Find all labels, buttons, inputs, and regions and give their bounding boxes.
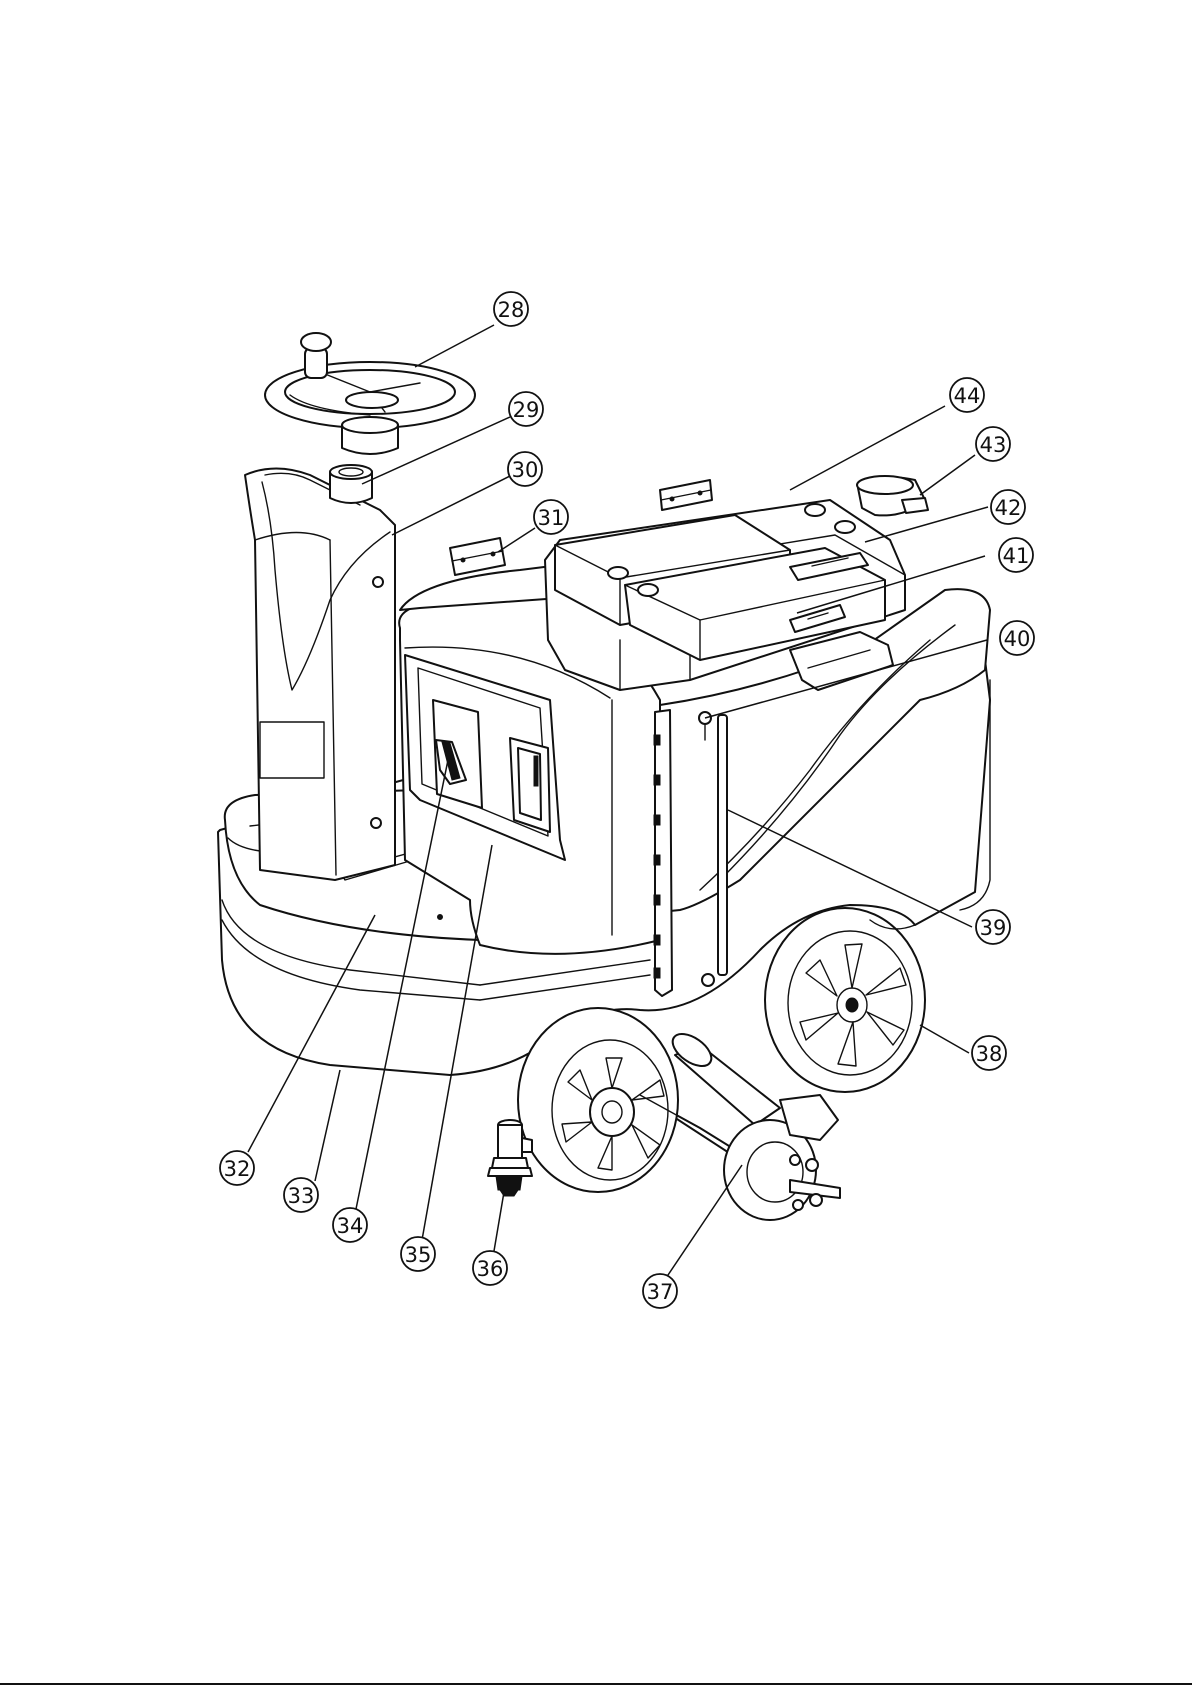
callout-34-label: 34 — [337, 1214, 364, 1238]
leader-33 — [315, 1070, 340, 1181]
callout-32-label: 32 — [224, 1157, 251, 1181]
callout-39: 39 — [976, 910, 1010, 944]
leader-38 — [920, 1025, 969, 1053]
front-wheel — [518, 1008, 700, 1192]
callout-31-label: 31 — [538, 506, 565, 530]
callout-28: 28 — [494, 292, 528, 326]
callout-30-label: 30 — [512, 458, 539, 482]
callout-43-label: 43 — [980, 433, 1007, 457]
callout-30: 30 — [508, 452, 542, 486]
callout-40-label: 40 — [1004, 627, 1031, 651]
callout-33-label: 33 — [288, 1184, 315, 1208]
callout-28-label: 28 — [498, 298, 525, 322]
callout-33: 33 — [284, 1178, 318, 1212]
callout-43: 43 — [976, 427, 1010, 461]
callout-29-label: 29 — [513, 398, 540, 422]
callout-34: 34 — [333, 1208, 367, 1242]
callout-40: 40 — [1000, 621, 1034, 655]
callout-41: 41 — [999, 538, 1033, 572]
callout-38-label: 38 — [976, 1042, 1003, 1066]
leader-37 — [666, 1165, 742, 1278]
callout-29: 29 — [509, 392, 543, 426]
callout-39-label: 39 — [980, 916, 1007, 940]
rear-wheel — [765, 908, 925, 1092]
callout-38: 38 — [972, 1036, 1006, 1070]
filler-cap — [857, 476, 928, 515]
leader-28 — [415, 325, 494, 367]
callout-32: 32 — [220, 1151, 254, 1185]
callout-31: 31 — [534, 500, 568, 534]
callout-35: 35 — [401, 1237, 435, 1271]
leader-31 — [498, 528, 535, 552]
callout-42-label: 42 — [995, 496, 1022, 520]
callout-35-label: 35 — [405, 1243, 432, 1267]
callout-44: 44 — [950, 378, 984, 412]
callout-41-label: 41 — [1003, 544, 1030, 568]
callout-36-label: 36 — [477, 1257, 504, 1281]
callout-36: 36 — [473, 1251, 507, 1285]
leader-43 — [920, 455, 975, 495]
callout-44-label: 44 — [954, 384, 981, 408]
leader-30 — [392, 475, 512, 535]
callout-37-label: 37 — [647, 1280, 674, 1304]
leader-36 — [494, 1192, 504, 1251]
steering-column-cover — [245, 469, 395, 881]
callout-37: 37 — [643, 1274, 677, 1308]
callout-42: 42 — [991, 490, 1025, 524]
